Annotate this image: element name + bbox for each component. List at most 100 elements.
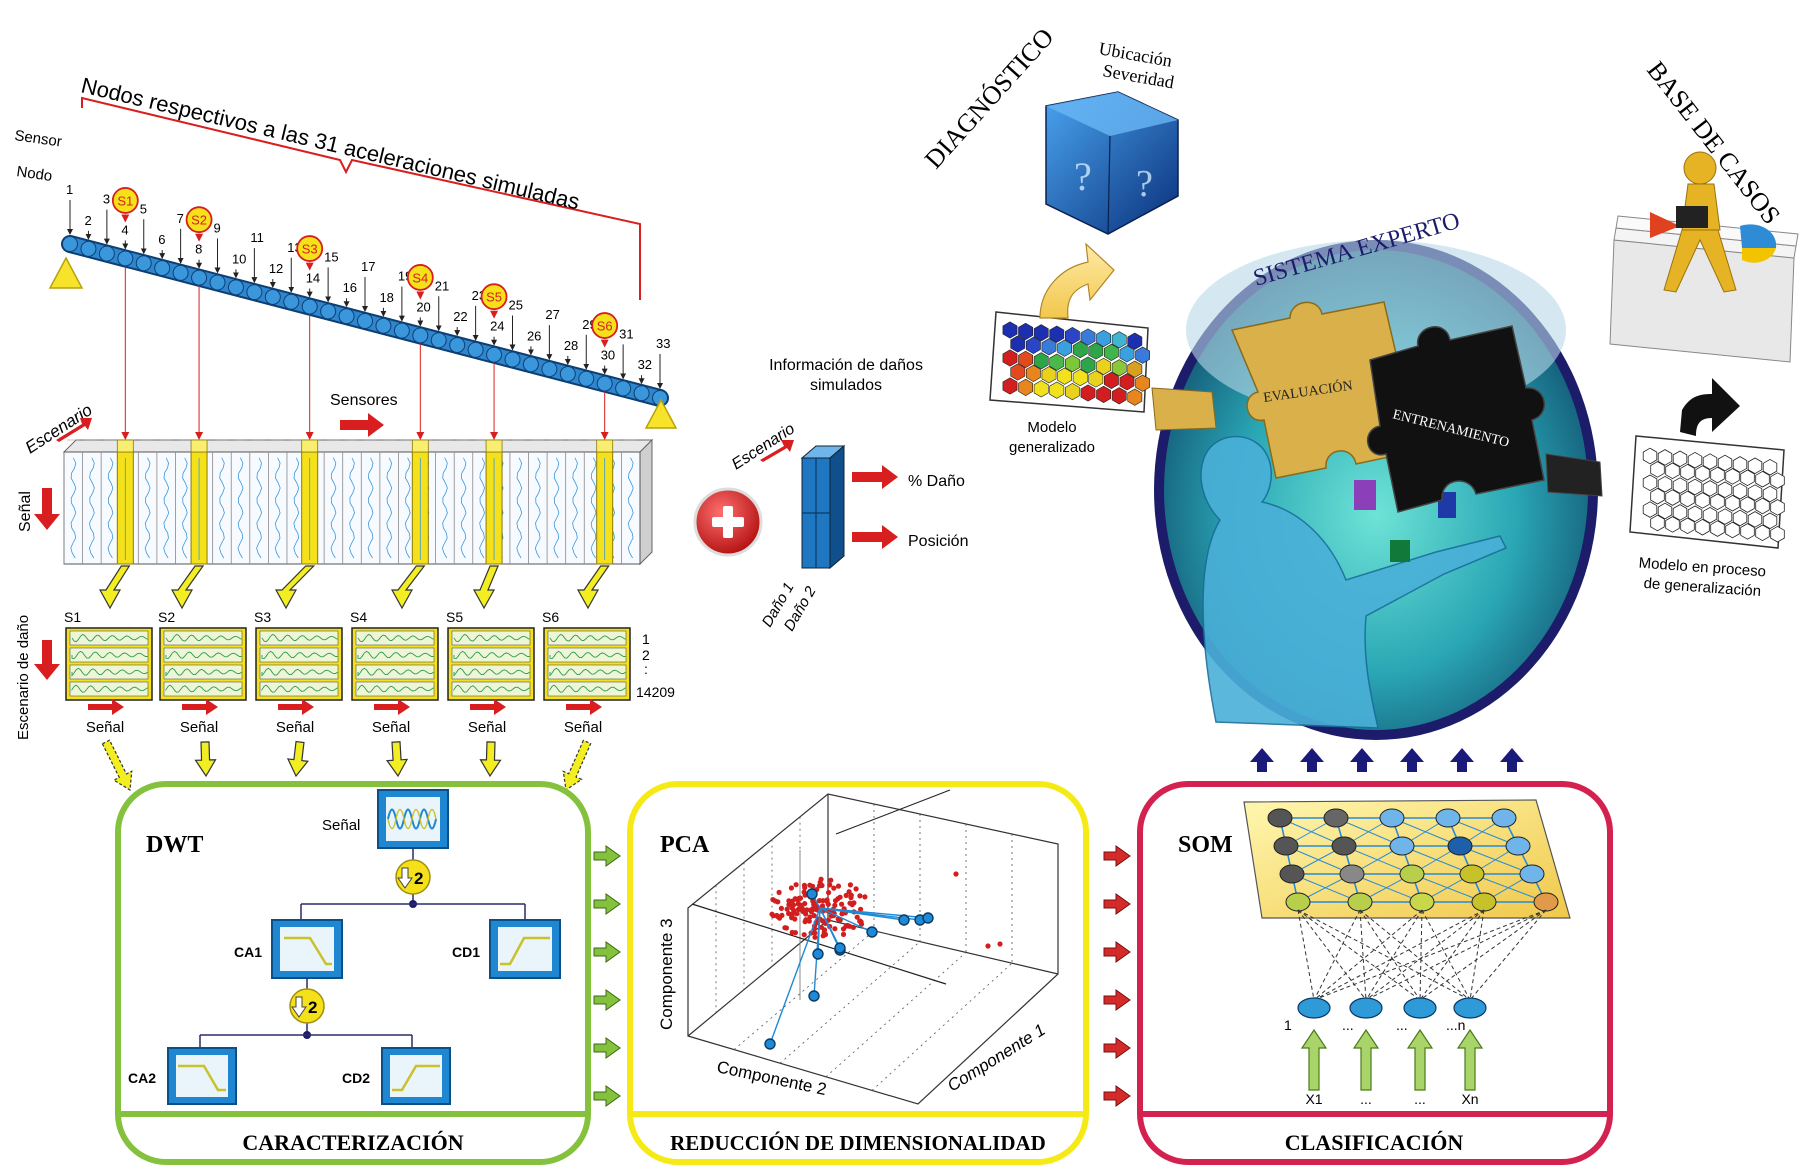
sensor-label: S5 [486, 290, 502, 305]
hex-cell [1088, 370, 1104, 388]
som-input-label: ... [1414, 1091, 1426, 1107]
pca-point [776, 889, 782, 896]
damage-info-section: Información de daños simulados Escenario… [693, 357, 968, 634]
hex-cell [1687, 478, 1703, 496]
som-neuron [1279, 864, 1305, 884]
pca-outlier-point [764, 1038, 776, 1050]
node-number: 7 [177, 211, 184, 226]
beam-node [191, 269, 208, 286]
pca-point [789, 929, 795, 936]
node-number: 10 [232, 251, 246, 266]
pca-panel: PCA REDUCCIÓN DE DIMENSIONALIDAD Compone… [627, 781, 1089, 1165]
dano-arrow [852, 465, 898, 489]
node-number: 26 [527, 328, 541, 343]
node-number: 31 [619, 326, 633, 341]
navy-up-arrow [1250, 748, 1274, 772]
pca-point [847, 900, 853, 906]
pca-point [826, 889, 832, 896]
matrix-section: Escenario Sensores Señal [17, 392, 654, 610]
row-index-3: : [644, 661, 648, 677]
som-neuron [1267, 808, 1293, 828]
hex-cell [1127, 332, 1143, 350]
beam-node [154, 260, 171, 277]
beam-node [246, 284, 263, 301]
som-neuron [1459, 864, 1485, 884]
pca-outlier-point [866, 926, 878, 938]
hex-cell [1725, 494, 1740, 512]
hex-cell [1747, 484, 1763, 501]
hex-cell [1642, 501, 1658, 518]
pca-point [794, 911, 800, 917]
hex-cell [1695, 465, 1710, 482]
som-neuron [1519, 864, 1545, 884]
pca-point [779, 912, 785, 919]
hex-cell [1732, 509, 1748, 527]
som-node-label: ... [1396, 1017, 1408, 1033]
hex-cell [1657, 502, 1673, 520]
row-index-4: 14209 [636, 684, 675, 700]
beam-node [393, 322, 410, 339]
signal-box-label: S3 [254, 609, 271, 625]
node-number: 1 [66, 182, 73, 197]
dwt-downsample-1-label: 2 [414, 869, 423, 888]
base-casos-section: BASE DE CASOS [1609, 56, 1799, 436]
hex-cell [1026, 364, 1041, 382]
pca-footer: REDUCCIÓN DE DIMENSIONALIDAD [670, 1131, 1046, 1155]
som-neuron [1339, 864, 1365, 884]
pca-point [805, 917, 812, 923]
golden-figure-icon [1663, 151, 1737, 293]
sensor-marker [480, 283, 508, 311]
modelo-generalizado-1: Modelo [1027, 419, 1076, 436]
beam-node [467, 341, 484, 358]
beam-node [320, 303, 337, 320]
pca-point [801, 882, 808, 889]
hex-cell [1762, 458, 1778, 476]
navy-up-arrow [1300, 748, 1324, 772]
signal-boxes: S1SeñalS2SeñalS3SeñalS4SeñalS5SeñalS6Señ… [64, 609, 631, 792]
beam-node [301, 298, 318, 315]
beam-node [486, 346, 503, 363]
som-node-label: ...n [1446, 1017, 1465, 1033]
green-right-arrow [593, 1085, 621, 1107]
pca-point [862, 894, 868, 900]
hex-cell [1127, 360, 1143, 378]
hex-cell [1710, 466, 1725, 484]
pca-point [769, 911, 775, 917]
som-input-node [1453, 997, 1487, 1019]
hex-cell [1096, 357, 1111, 375]
hex-cell [1119, 345, 1135, 363]
node-number: 32 [638, 357, 652, 372]
beam-node [227, 279, 244, 296]
beam-node [283, 293, 300, 310]
hex-cell [1672, 450, 1688, 468]
green-right-arrow [593, 941, 621, 963]
hex-cell [1665, 462, 1680, 480]
pca-point [824, 897, 830, 903]
yellow-down-arrow [98, 565, 131, 610]
hex-cell [1687, 505, 1703, 523]
node-row-label: Nodo [15, 163, 53, 185]
pca-point [820, 898, 826, 904]
signal-box-label: S5 [446, 609, 463, 625]
hex-cell [1710, 493, 1725, 511]
beam-node [559, 365, 576, 382]
pca-point [827, 882, 833, 888]
beam-title: Nodos respectivos a las 31 aceleraciones… [79, 73, 582, 215]
signal-under-label: Señal [564, 719, 602, 736]
node-number: 11 [250, 230, 264, 245]
beam-node [135, 255, 152, 272]
som-neuron [1505, 836, 1531, 856]
sensor-marker [111, 187, 139, 214]
pca-point [811, 904, 817, 910]
beam-node [541, 361, 558, 378]
hex-cell [1119, 373, 1135, 391]
pca-point [797, 902, 803, 908]
hex-cell [1088, 342, 1104, 360]
hex-cell [1687, 451, 1703, 469]
som-neuron [1533, 892, 1559, 912]
sensor-label: S1 [117, 193, 133, 208]
hex-cell [1049, 325, 1065, 343]
pca-point [819, 903, 826, 909]
damage-info-title-1: Información de daños [769, 357, 923, 374]
hex-cell [1111, 359, 1127, 377]
